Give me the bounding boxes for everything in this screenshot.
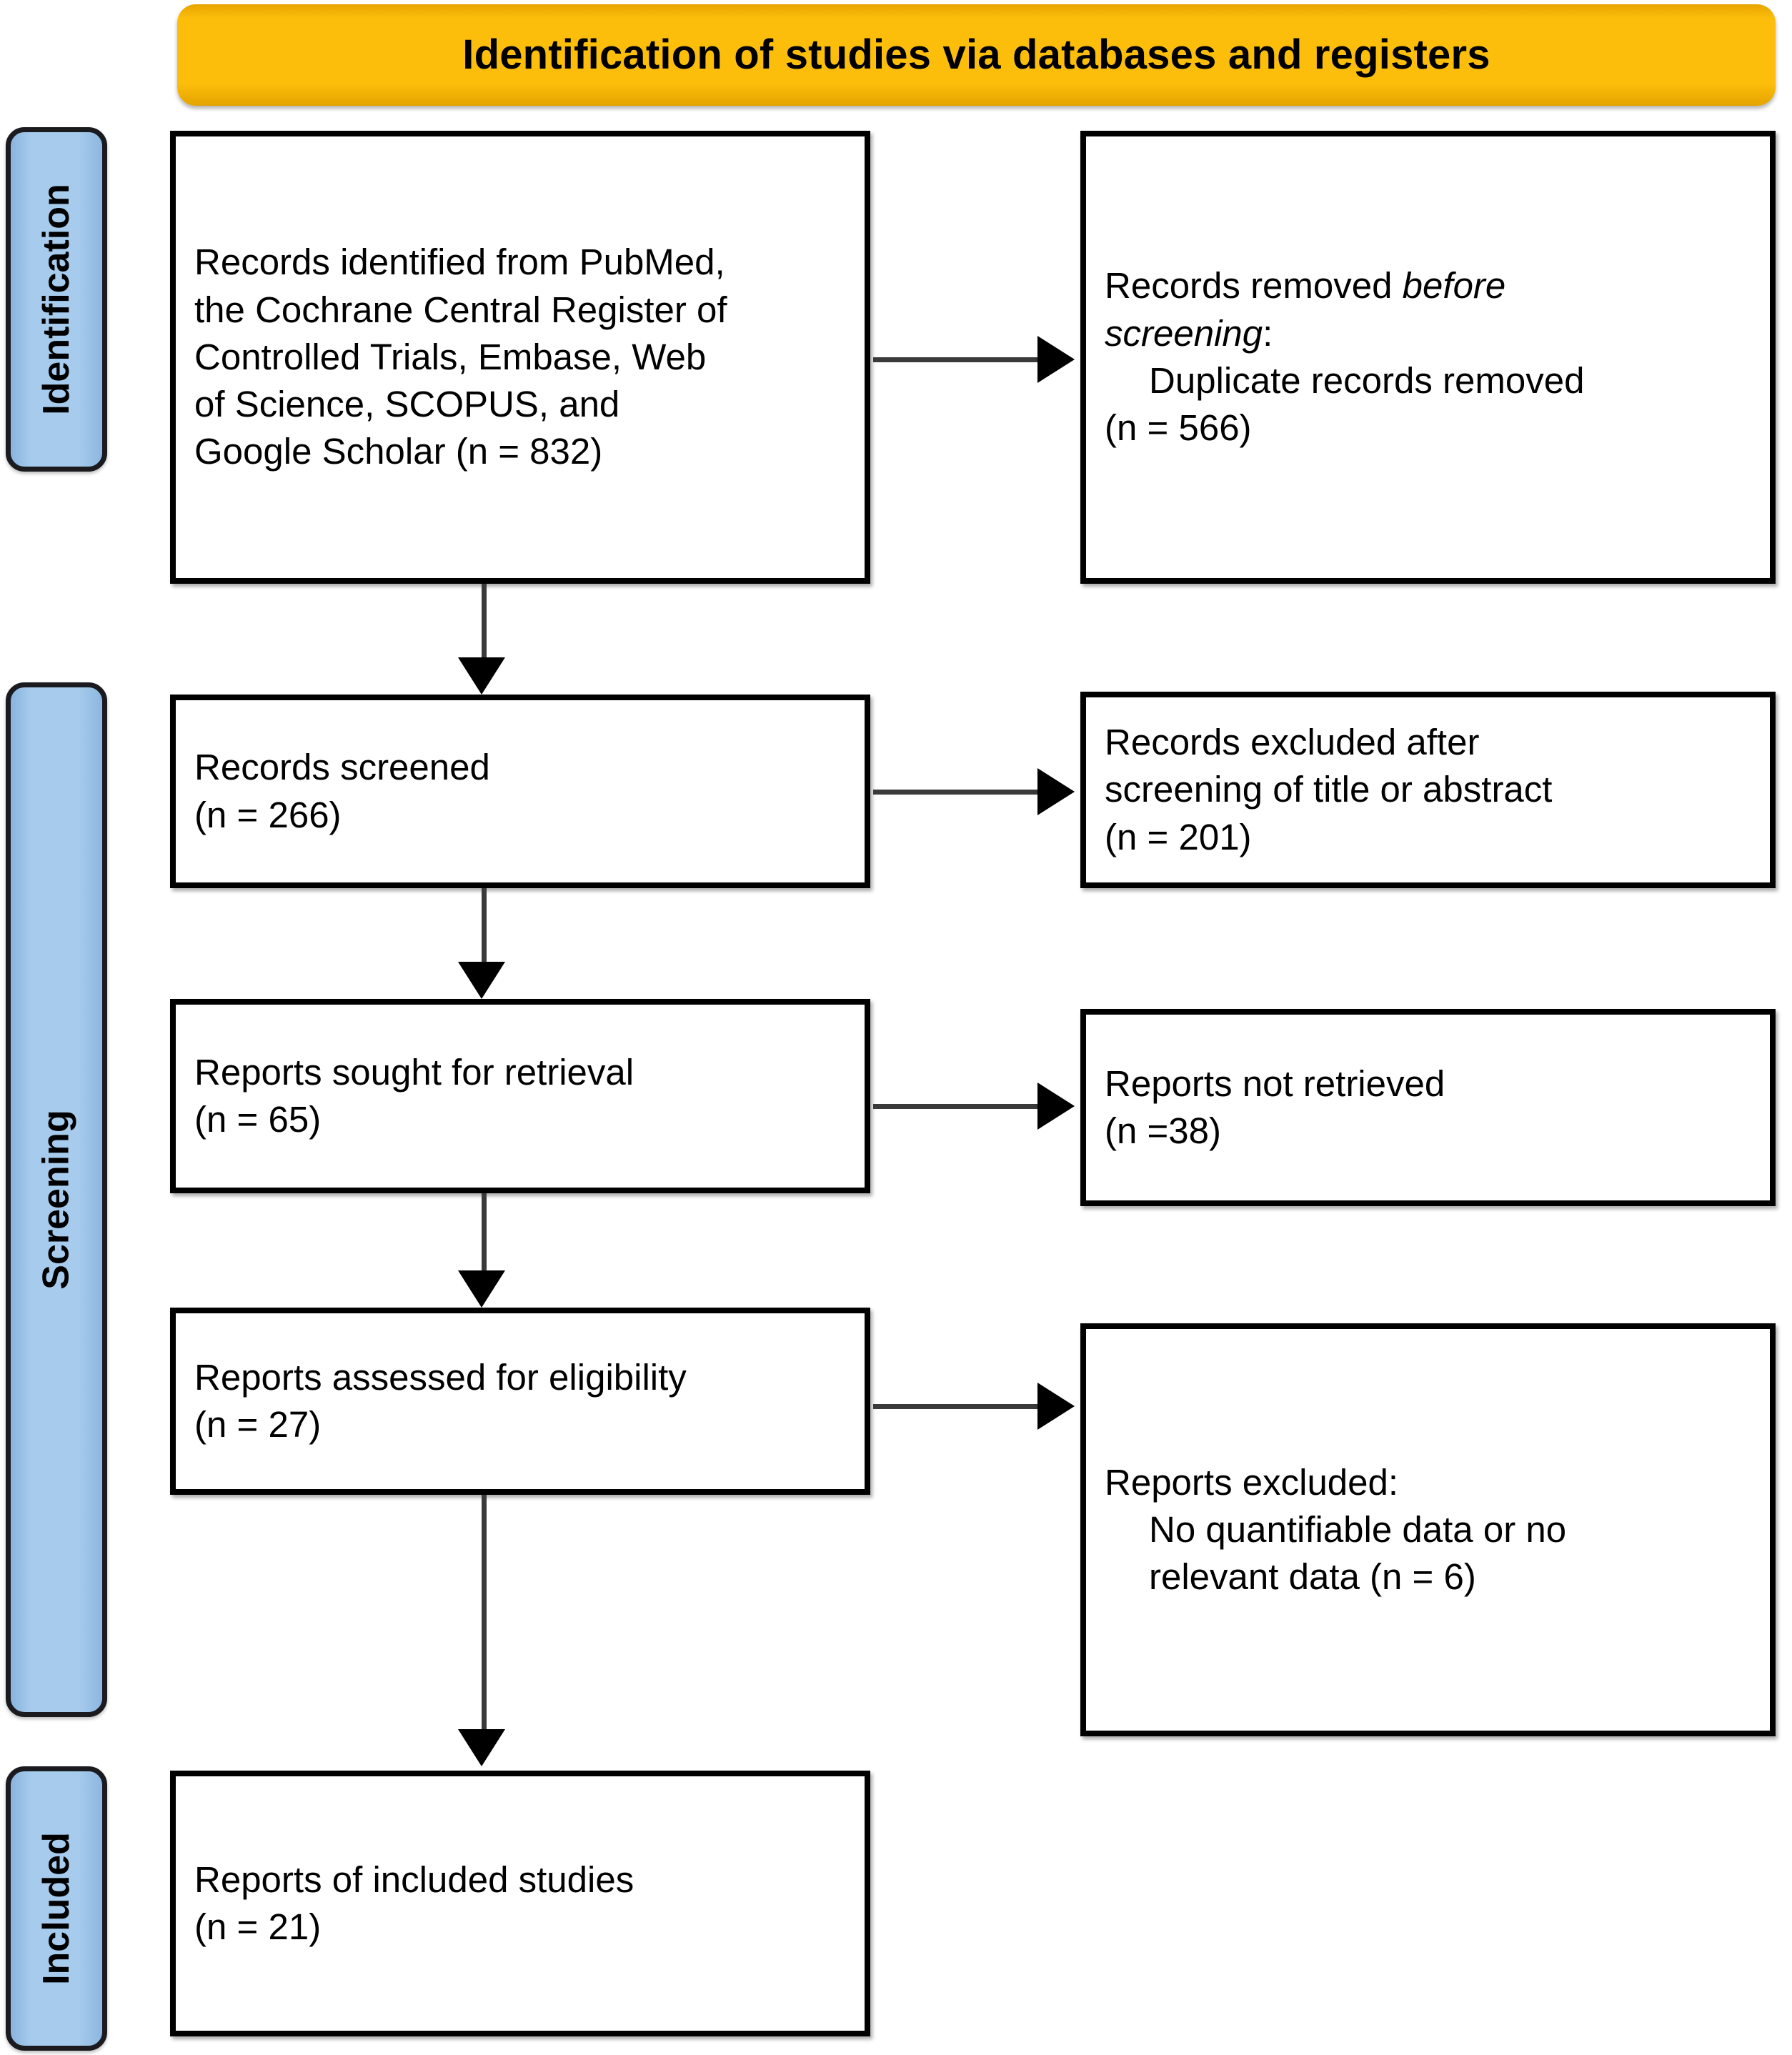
records-screened-line-2: (n = 266)	[194, 794, 342, 835]
arrow-down-icon-assessed-to-included	[458, 1729, 505, 1766]
reports-sought-line-2: (n = 65)	[194, 1099, 322, 1140]
records-removed-line-1-plain: Records removed	[1105, 265, 1403, 307]
arrow-right-icon-screened-to-excluded	[1037, 768, 1075, 815]
box-records-identified: Records identified from PubMed, the Coch…	[170, 131, 870, 584]
records-excluded-line-3: (n = 201)	[1105, 816, 1252, 857]
box-reports-not-retrieved: Reports not retrieved (n =38)	[1080, 1009, 1776, 1206]
box-reports-assessed-for-eligibility: Reports assessed for eligibility (n = 27…	[170, 1308, 870, 1495]
records-identified-line-2: the Cochrane Central Register of	[194, 289, 727, 330]
reports-assessed-line-1: Reports assessed for eligibility	[194, 1356, 687, 1398]
arrow-down-icon-identified-to-screened	[458, 657, 505, 695]
reports-excluded-line-1: Reports excluded:	[1105, 1461, 1399, 1503]
reports-assessed-line-2: (n = 27)	[194, 1404, 322, 1445]
records-identified-line-4: of Science, SCOPUS, and	[194, 384, 620, 425]
reports-not-retrieved-line-1: Reports not retrieved	[1105, 1063, 1445, 1104]
arrow-right-icon-sought-to-not-retrieved	[1037, 1083, 1075, 1130]
arrow-right-icon-assessed-to-excluded-reports	[1037, 1383, 1075, 1430]
records-removed-line-2-plain: :	[1263, 312, 1273, 354]
reports-sought-line-1: Reports sought for retrieval	[194, 1051, 634, 1093]
box-records-screened: Records screened (n = 266)	[170, 695, 870, 888]
stage-label-screening-text: Screening	[36, 1110, 78, 1290]
stage-label-included-text: Included	[36, 1832, 78, 1985]
connector-screened-to-excluded-line	[873, 790, 1043, 795]
arrow-down-icon-sought-to-assessed	[458, 1270, 505, 1308]
connector-sought-to-assessed-line	[482, 1193, 487, 1273]
connector-assessed-to-excluded-reports-line	[873, 1404, 1043, 1409]
stage-label-identification-text: Identification	[36, 184, 77, 415]
stage-label-included: Included	[6, 1766, 107, 2051]
connector-assessed-to-included-line	[482, 1495, 487, 1735]
box-reports-excluded: Reports excluded: No quantifiable data o…	[1080, 1323, 1776, 1736]
reports-excluded-line-2: No quantifiable data or no	[1149, 1508, 1567, 1550]
records-removed-line-2: screening:	[1105, 310, 1751, 357]
included-studies-line-1: Reports of included studies	[194, 1859, 634, 1900]
records-removed-line-1: Records removed before	[1105, 262, 1751, 309]
box-records-removed-before-screening: Records removed before screening: Duplic…	[1080, 131, 1776, 584]
records-excluded-line-1: Records excluded after	[1105, 722, 1480, 763]
records-removed-line-1-italic: before	[1402, 265, 1506, 307]
included-studies-line-2: (n = 21)	[194, 1906, 322, 1947]
records-screened-line-1: Records screened	[194, 747, 490, 788]
connector-screened-to-sought-line	[482, 888, 487, 967]
arrow-down-icon-screened-to-sought	[458, 962, 505, 999]
box-records-excluded-after-screening: Records excluded after screening of titl…	[1080, 692, 1776, 888]
reports-not-retrieved-line-2: (n =38)	[1105, 1110, 1222, 1151]
records-excluded-line-2: screening of title or abstract	[1105, 769, 1553, 810]
banner-title: Identification of studies via databases …	[462, 31, 1490, 79]
connector-identified-to-screened-line	[482, 584, 487, 664]
arrow-right-icon-identified-to-removed	[1037, 336, 1075, 383]
records-removed-line-2-italic: screening	[1105, 312, 1263, 354]
stage-label-identification: Identification	[6, 127, 107, 472]
box-reports-sought-for-retrieval: Reports sought for retrieval (n = 65)	[170, 999, 870, 1193]
records-identified-line-1: Records identified from PubMed,	[194, 242, 725, 283]
records-removed-line-4: (n = 566)	[1105, 407, 1252, 449]
connector-sought-to-not-retrieved-line	[873, 1104, 1043, 1109]
records-removed-line-3: Duplicate records removed	[1149, 360, 1585, 401]
identification-banner: Identification of studies via databases …	[177, 4, 1776, 106]
records-identified-line-5: Google Scholar (n = 832)	[194, 431, 603, 472]
records-identified-line-3: Controlled Trials, Embase, Web	[194, 336, 707, 377]
box-reports-of-included-studies: Reports of included studies (n = 21)	[170, 1771, 870, 2036]
stage-label-screening: Screening	[6, 682, 107, 1717]
connector-identified-to-removed-line	[873, 357, 1043, 362]
reports-excluded-line-3: relevant data (n = 6)	[1149, 1556, 1476, 1598]
